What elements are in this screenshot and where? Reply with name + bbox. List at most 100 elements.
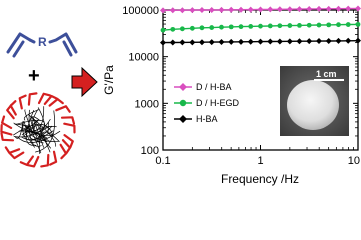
data-point-h-ba: [267, 38, 274, 45]
nanogel-vinyl-arm: [63, 134, 74, 149]
y-tick-label-0: 100: [141, 145, 159, 157]
nanogel-chain: [26, 109, 37, 146]
data-point-d-h-egd: [316, 22, 322, 28]
x-tick-label-0: 0.1: [155, 155, 170, 167]
data-point-d-h-egd: [170, 26, 176, 32]
nanogel-chain: [30, 131, 54, 136]
inset-photo: 1 cm: [280, 66, 349, 136]
data-point-d-h-ba: [179, 7, 186, 14]
data-point-d-h-egd: [189, 25, 195, 31]
data-point-d-h-ba: [267, 6, 274, 13]
data-point-d-h-ba: [315, 5, 322, 12]
data-point-h-ba: [315, 38, 322, 45]
data-point-h-ba: [169, 39, 176, 46]
data-point-d-h-ba: [335, 5, 342, 12]
nanogel-vinyl-arm: [60, 116, 76, 125]
nanogel-chain: [21, 125, 42, 143]
data-point-h-ba: [208, 39, 215, 46]
data-point-d-h-egd: [228, 24, 234, 30]
data-point-d-h-ba: [257, 6, 264, 13]
nanogel-vinyl-arm: [27, 92, 38, 106]
legend: D / H-BA D / H-EGD H-BA: [174, 82, 240, 124]
nanogel-chain: [15, 119, 45, 133]
data-point-d-h-egd: [248, 24, 254, 29]
data-point-h-ba: [179, 39, 186, 46]
legend-item-h-ba: H-BA: [174, 114, 218, 124]
data-point-d-h-ba: [286, 6, 293, 13]
nanogel-chain: [30, 116, 41, 144]
nanogel-vinyl-arm: [8, 151, 25, 160]
nanogel-vinyl-arm: [55, 105, 71, 113]
reaction-arrow-icon: [71, 66, 98, 98]
data-point-h-ba: [247, 38, 254, 45]
nanogel-chain: [24, 109, 42, 154]
x-tick-label-1: 1: [257, 155, 263, 167]
data-point-h-ba: [276, 38, 283, 45]
data-point-d-h-ba: [276, 6, 283, 13]
schematic-panel: R +: [0, 32, 98, 168]
data-point-h-ba: [296, 38, 303, 45]
data-point-d-h-egd: [297, 22, 302, 28]
data-point-d-h-ba: [189, 7, 196, 14]
nanogel-vinyl-arm: [1, 115, 13, 129]
nanogel-chain: [32, 116, 45, 148]
nanogel-chain: [16, 130, 61, 143]
data-point-d-h-egd: [287, 23, 293, 28]
data-point-h-ba: [345, 37, 352, 44]
data-point-h-ba: [189, 39, 196, 46]
nanogel-chain: [14, 120, 24, 139]
legend-marker-d-h-ba: [179, 83, 187, 91]
legend-marker-d-h-egd: [179, 99, 187, 107]
data-point-d-h-ba: [208, 7, 215, 13]
x-axis-title: Frequency /Hz: [221, 172, 299, 186]
hydrogel-disc: [287, 80, 339, 130]
nanogel-chain: [32, 109, 38, 129]
data-point-h-ba: [325, 37, 332, 44]
nanogel-vinyl-arm: [40, 153, 50, 168]
data-point-d-h-ba: [169, 7, 176, 14]
legend-label-d-h-egd: D / H-EGD: [196, 98, 240, 108]
legend-label-h-ba: H-BA: [196, 114, 218, 124]
nanogel-chain: [21, 125, 53, 141]
data-point-d-h-egd: [326, 22, 332, 28]
nanogel-chain: [13, 119, 51, 138]
nanogel-vinyl-arm: [6, 103, 15, 120]
nanogel-vinyl-arm: [9, 100, 17, 116]
data-point-d-h-ba: [218, 6, 225, 13]
nanogel-chain: [13, 123, 54, 136]
divinyl-monomer-icon: R: [6, 32, 78, 58]
data-point-d-h-egd: [267, 23, 273, 29]
nanogel-vinyl-arm: [59, 143, 68, 160]
plus-sign: +: [28, 65, 40, 87]
data-point-d-h-ba: [306, 6, 313, 13]
legend-label-d-h-ba: D / H-BA: [196, 82, 232, 92]
data-point-d-h-egd: [258, 23, 263, 29]
nanogel-vinyl-arm: [61, 139, 72, 155]
data-point-d-h-ba: [325, 5, 332, 12]
data-point-h-ba: [238, 38, 245, 45]
data-point-d-h-egd: [179, 26, 185, 32]
nanogel-chain: [14, 123, 31, 137]
data-point-d-h-egd: [160, 27, 166, 33]
data-point-h-ba: [286, 38, 293, 45]
legend-marker-h-ba: [179, 115, 187, 123]
data-point-d-h-ba: [296, 6, 303, 13]
nanogel-vinyl-arm: [19, 155, 34, 166]
nanogel-vinyl-arm: [0, 124, 13, 136]
nanogel-chain: [35, 110, 55, 153]
data-point-d-h-ba: [247, 6, 254, 13]
data-point-d-h-egd: [345, 22, 351, 27]
data-point-h-ba: [335, 37, 342, 44]
data-point-h-ba: [228, 38, 235, 45]
data-point-d-h-egd: [277, 23, 283, 29]
data-point-d-h-ba: [355, 5, 361, 12]
data-point-h-ba: [355, 37, 361, 44]
nanogel-vinyl-arm: [63, 122, 76, 134]
nanogel-chain: [20, 107, 45, 133]
data-point-d-h-egd: [199, 25, 205, 31]
nanogel-vinyl-arm: [18, 94, 27, 110]
data-point-h-ba: [160, 39, 166, 46]
y-tick-label-1: 1000: [135, 98, 159, 110]
